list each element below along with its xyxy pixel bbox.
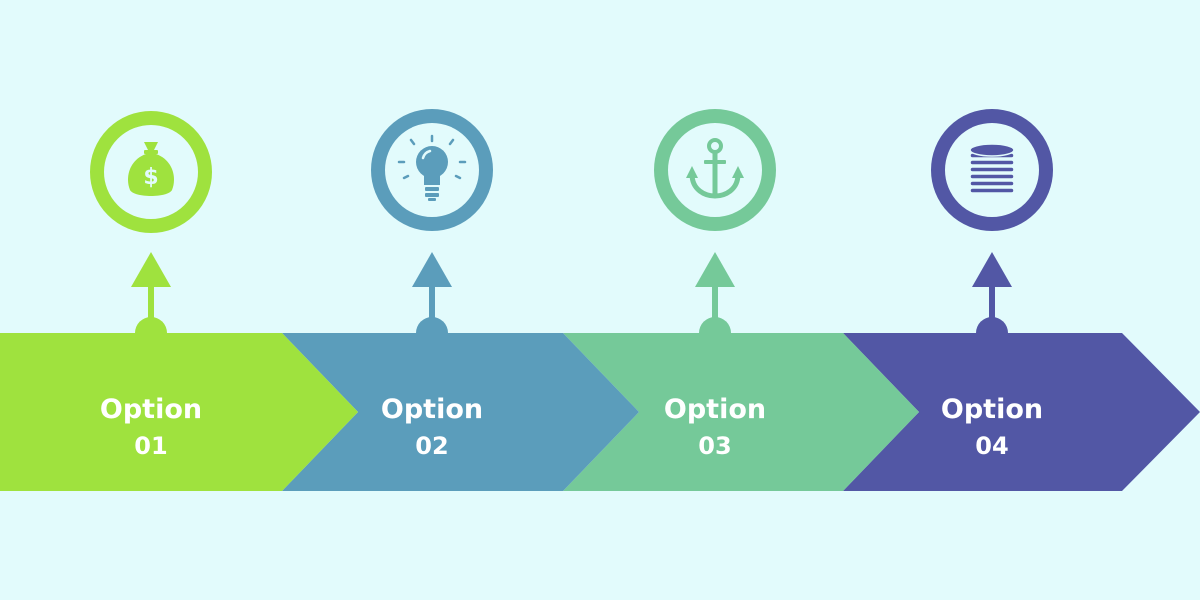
step-4-arrow-segment: [843, 333, 1200, 491]
step-4-connector-stem: [989, 283, 995, 323]
step-2-number: 02: [415, 432, 448, 460]
step-1-connector-arrowhead: [131, 252, 171, 287]
lightbulb-rays: [397, 134, 467, 180]
step-2-connector-knob: [416, 317, 448, 333]
step-3-arrow-segment: [563, 333, 919, 491]
svg-text:$: $: [143, 165, 158, 190]
money-bag-icon: $: [127, 142, 175, 196]
step-4-icon-ring: [931, 109, 1053, 231]
step-3-icon-ring: [654, 109, 776, 231]
step-1-title: Option: [100, 394, 202, 425]
step-1: $ Option 01: [90, 111, 212, 460]
step-3: Option 03: [654, 109, 776, 460]
coin-stack-icon: [969, 143, 1015, 194]
step-1-connector-stem: [148, 283, 154, 323]
step-2-arrow-segment: [282, 333, 639, 491]
step-2-connector-stem: [429, 283, 435, 323]
step-4-number: 04: [975, 432, 1008, 460]
step-2-connector-arrowhead: [412, 252, 452, 287]
step-1-arrow-segment: [0, 333, 358, 491]
step-3-number: 03: [698, 432, 731, 460]
step-1-icon-ring: [90, 111, 212, 233]
step-3-title: Option: [664, 394, 766, 425]
lightbulb-icon: [397, 134, 467, 201]
step-3-connector-stem: [712, 283, 718, 323]
step-4: Option 04: [931, 109, 1053, 460]
coin-stack-body: [969, 152, 1015, 194]
step-4-connector-arrowhead: [972, 252, 1012, 287]
step-2-icon-ring: [371, 109, 493, 231]
step-4-title: Option: [941, 394, 1043, 425]
step-1-number: 01: [134, 432, 167, 460]
step-4-connector-knob: [976, 317, 1008, 333]
step-3-connector-knob: [699, 317, 731, 333]
step-2: Option 02: [371, 109, 493, 460]
step-1-connector-knob: [135, 317, 167, 333]
anchor-icon: [686, 138, 744, 199]
step-2-title: Option: [381, 394, 483, 425]
step-3-connector-arrowhead: [695, 252, 735, 287]
